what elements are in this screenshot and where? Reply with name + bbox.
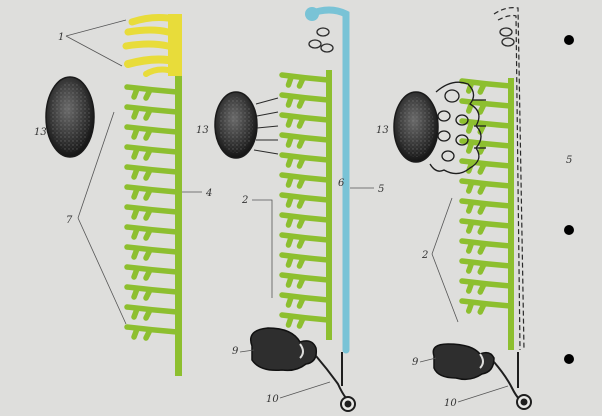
right-green-duct (508, 78, 514, 350)
right-cloaca (494, 352, 531, 409)
left-tubule (127, 267, 177, 278)
left-panel: 1 13 7 4 (34, 14, 212, 376)
left-gonad-texture (50, 82, 90, 152)
left-tubule (127, 207, 177, 218)
middle-label-metanephros: 9 (232, 346, 239, 357)
right-panel: 13 2 5 9 10 (376, 8, 572, 409)
bullet-2 (564, 225, 574, 235)
middle-tubule (282, 95, 328, 106)
left-tubule (127, 167, 177, 178)
middle-tubule (282, 155, 328, 166)
left-label-gonad: 13 (34, 127, 47, 138)
left-mesonephros (127, 87, 177, 338)
right-mesonephros (462, 81, 510, 312)
left-label-pronephros: 1 (58, 32, 64, 43)
middle-tubule (282, 135, 328, 146)
middle-duct-funnel (305, 7, 319, 21)
right-tubule (462, 161, 510, 172)
middle-metanephros (251, 328, 317, 370)
left-tubule (127, 307, 177, 318)
right-tubule (462, 101, 510, 112)
middle-tubule (282, 195, 328, 206)
right-tubule (462, 221, 510, 232)
middle-vesicles (309, 28, 333, 52)
right-tubule (462, 241, 510, 252)
bullet-1 (564, 35, 574, 45)
left-label-mesonephros: 7 (66, 215, 73, 226)
middle-label-gonad: 13 (196, 125, 209, 136)
left-pronephros (126, 14, 182, 76)
middle-green-duct (326, 70, 332, 340)
middle-tubule (282, 115, 328, 126)
right-tubule (462, 181, 510, 192)
right-tubule (462, 141, 510, 152)
middle-label-mesonephros: 2 (241, 195, 248, 206)
left-tubule (127, 87, 177, 98)
middle-tubule (282, 295, 328, 306)
right-tubule (462, 201, 510, 212)
right-label-gonad: 13 (376, 125, 389, 136)
right-label-duct: 5 (566, 155, 572, 166)
left-tubule (127, 227, 177, 238)
middle-label-inner-duct: 6 (338, 178, 345, 189)
right-label-mesonephros: 2 (421, 250, 428, 261)
middle-panel: 13 2 6 5 9 10 (196, 7, 384, 411)
left-tubule (127, 107, 177, 118)
right-tubule (462, 261, 510, 272)
right-metanephros (433, 344, 494, 379)
middle-tubule (282, 175, 328, 186)
middle-tubule (282, 75, 328, 86)
right-tubule (462, 301, 510, 312)
middle-tubule (282, 235, 328, 246)
middle-tubule (282, 275, 328, 286)
right-label-metanephros: 9 (412, 357, 419, 368)
left-tubule (127, 247, 177, 258)
middle-tubule (282, 255, 328, 266)
right-label-cloaca: 10 (444, 398, 457, 409)
left-duct (175, 76, 182, 376)
middle-label-cloaca: 10 (266, 394, 279, 405)
left-tubule (127, 147, 177, 158)
right-tubule (462, 81, 510, 92)
middle-tubule (282, 315, 328, 326)
left-label-duct: 4 (205, 188, 212, 199)
right-tubule (462, 281, 510, 292)
right-vesicles (500, 28, 514, 46)
middle-mesonephros (282, 75, 328, 326)
middle-label-outer-duct: 5 (378, 184, 384, 195)
middle-cloaca (316, 352, 355, 411)
left-tubule (127, 327, 177, 338)
bullet-3 (564, 354, 574, 364)
bullet-list (564, 35, 574, 364)
middle-tubule (282, 215, 328, 226)
left-tubule (127, 187, 177, 198)
left-tubule (127, 127, 177, 138)
left-tubule (127, 287, 177, 298)
